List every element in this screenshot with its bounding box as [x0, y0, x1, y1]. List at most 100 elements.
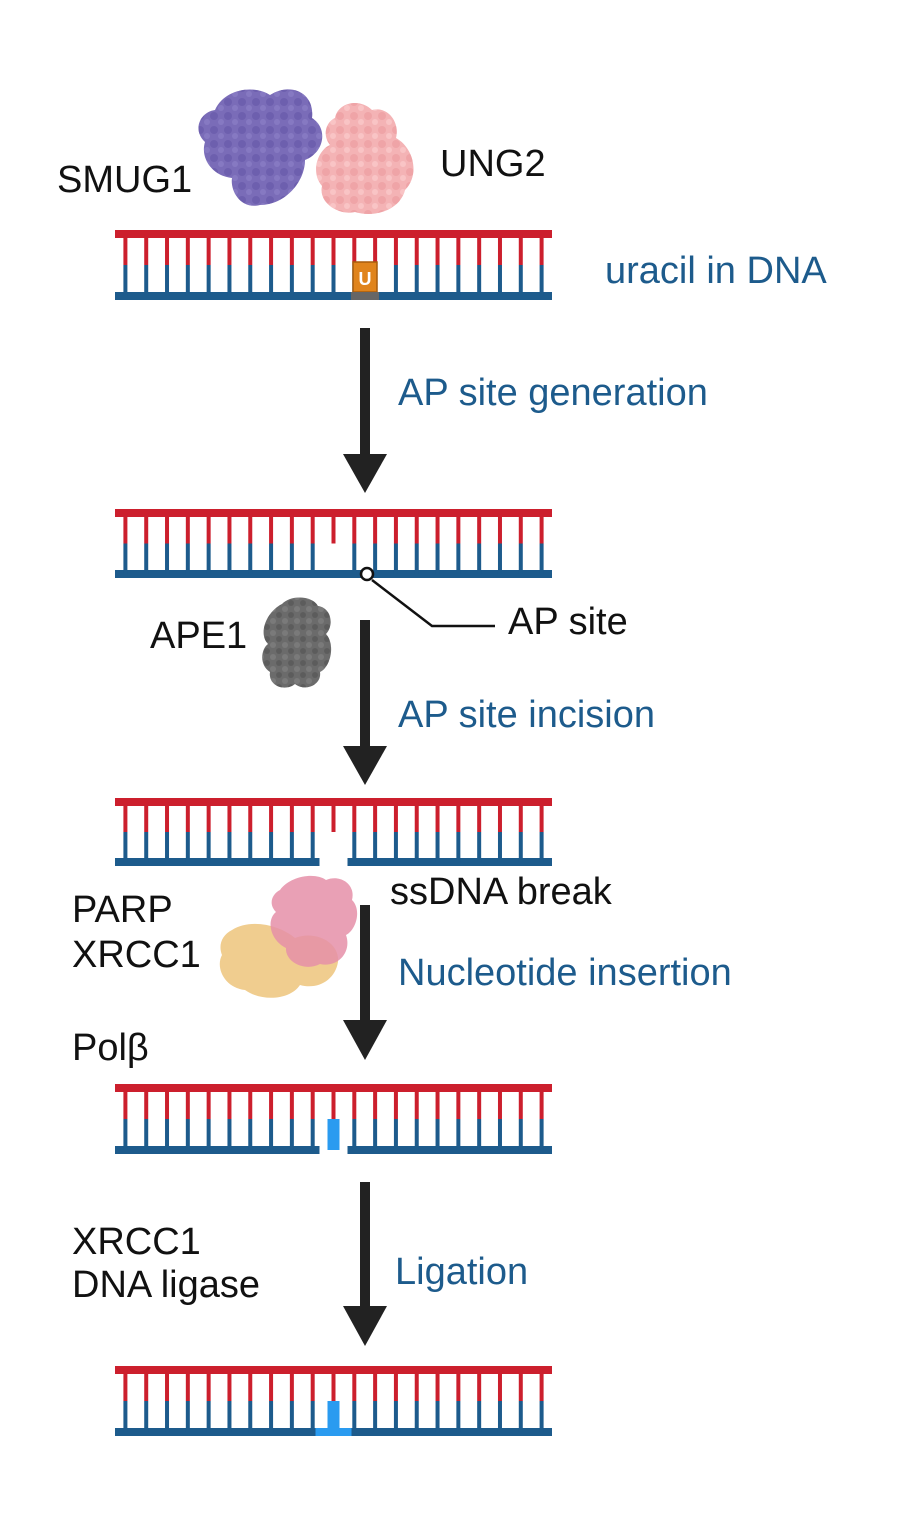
base-pair-top [477, 234, 482, 265]
base-pair-bottom [144, 1401, 149, 1432]
base-pair-top [206, 513, 211, 544]
base-pair-top [206, 1088, 211, 1119]
base-pair-bottom [185, 543, 190, 574]
base-pair-top [456, 513, 461, 544]
base-pair-top [352, 802, 357, 832]
base-pair-top [497, 802, 502, 832]
base-pair-top [518, 1370, 523, 1401]
base-pair-bottom [539, 543, 544, 574]
base-pair-top [310, 1088, 315, 1119]
base-pair-top [497, 513, 502, 544]
base-pair-bottom [206, 543, 211, 574]
base-pair-top [373, 802, 378, 832]
base-pair-bottom [393, 543, 398, 574]
arrow-down-icon [343, 905, 387, 1060]
base-pair-top [248, 513, 253, 544]
base-pair-top [269, 1088, 274, 1119]
arrow-down-icon [343, 620, 387, 785]
ung2-label: UNG2 [440, 143, 546, 185]
inserted-nucleotide [327, 1401, 340, 1432]
dna-duplex-uracil: U [115, 230, 552, 300]
dna-duplex-ap-site [115, 509, 552, 628]
base-pair-top [289, 513, 294, 544]
base-pair-bottom [352, 832, 357, 862]
base-pair-bottom [497, 543, 502, 574]
base-pair-top [206, 1370, 211, 1401]
base-pair-bottom [456, 832, 461, 862]
base-pair-top [185, 513, 190, 544]
ligation-factor-dna-ligase-label: DNA ligase [72, 1264, 260, 1306]
base-pair-bottom [414, 543, 419, 574]
base-pair-bottom [331, 265, 336, 296]
base-pair-bottom [269, 1119, 274, 1150]
base-pair-top [393, 1088, 398, 1119]
step-label-nucleotide-insertion: Nucleotide insertion [398, 952, 732, 994]
dna-duplex-inserted [115, 1084, 552, 1154]
base-pair-top [456, 1370, 461, 1401]
base-pair-top [310, 234, 315, 265]
base-pair-bottom [165, 1401, 170, 1432]
base-pair-top [435, 802, 440, 832]
base-pair-bottom [518, 1401, 523, 1432]
base-pair-bottom [414, 832, 419, 862]
base-pair-top [123, 1088, 128, 1119]
base-pair-top [144, 802, 149, 832]
base-pair-top [227, 802, 232, 832]
base-pair-bottom [477, 265, 482, 296]
base-pair-bottom [206, 265, 211, 296]
base-pair-top [456, 234, 461, 265]
base-pair-top [539, 1370, 544, 1401]
base-pair-bottom [539, 832, 544, 862]
step-label-ligation: Ligation [395, 1251, 528, 1293]
bottom-strand [115, 570, 552, 578]
ap-site-label: AP site [508, 601, 628, 643]
base-pair-top [331, 1088, 336, 1119]
base-pair-bottom [414, 1401, 419, 1432]
base-pair-bottom [185, 1119, 190, 1150]
base-pair-top [435, 1370, 440, 1401]
base-pair-bottom [435, 543, 440, 574]
base-pair-bottom [144, 543, 149, 574]
base-pair-bottom [269, 265, 274, 296]
base-pair-top [414, 513, 419, 544]
base-pair-top [331, 234, 336, 265]
base-pair-top [435, 234, 440, 265]
base-pair-top [331, 1370, 336, 1401]
base-pair-bottom [165, 832, 170, 862]
base-pair-top [456, 1088, 461, 1119]
base-pair-bottom [373, 543, 378, 574]
base-pair-bottom [310, 543, 315, 574]
base-pair-top [393, 234, 398, 265]
base-pair-bottom [477, 832, 482, 862]
base-pair-bottom [435, 265, 440, 296]
base-pair-top [518, 1088, 523, 1119]
base-pair-bottom [269, 1401, 274, 1432]
base-pair-top [144, 1088, 149, 1119]
base-pair-top [248, 1088, 253, 1119]
base-pair-top [414, 234, 419, 265]
uracil-base-shadow [351, 292, 379, 300]
dna-strands [115, 230, 552, 300]
base-pair-bottom [289, 1401, 294, 1432]
base-pair-top [352, 1370, 357, 1401]
ap-site-leader-line [371, 579, 495, 628]
base-pair-bottom [497, 1119, 502, 1150]
base-pair-bottom [393, 832, 398, 862]
base-pair-top [518, 513, 523, 544]
base-pair-top [310, 802, 315, 832]
ung2-protein-icon [316, 103, 414, 214]
uracil-letter: U [359, 269, 372, 289]
bottom-strand [115, 1146, 320, 1154]
base-pair-top [185, 1088, 190, 1119]
base-pair-top [227, 1370, 232, 1401]
dna-strands [115, 509, 552, 578]
ssdna-break-label: ssDNA break [390, 871, 613, 913]
base-pair-bottom [227, 543, 232, 574]
base-pair-bottom [289, 543, 294, 574]
base-pair-top [206, 234, 211, 265]
step-label-ap-site-generation: AP site generation [398, 372, 708, 414]
base-pair-top [352, 1088, 357, 1119]
base-pair-bottom [393, 265, 398, 296]
base-pair-top [539, 513, 544, 544]
